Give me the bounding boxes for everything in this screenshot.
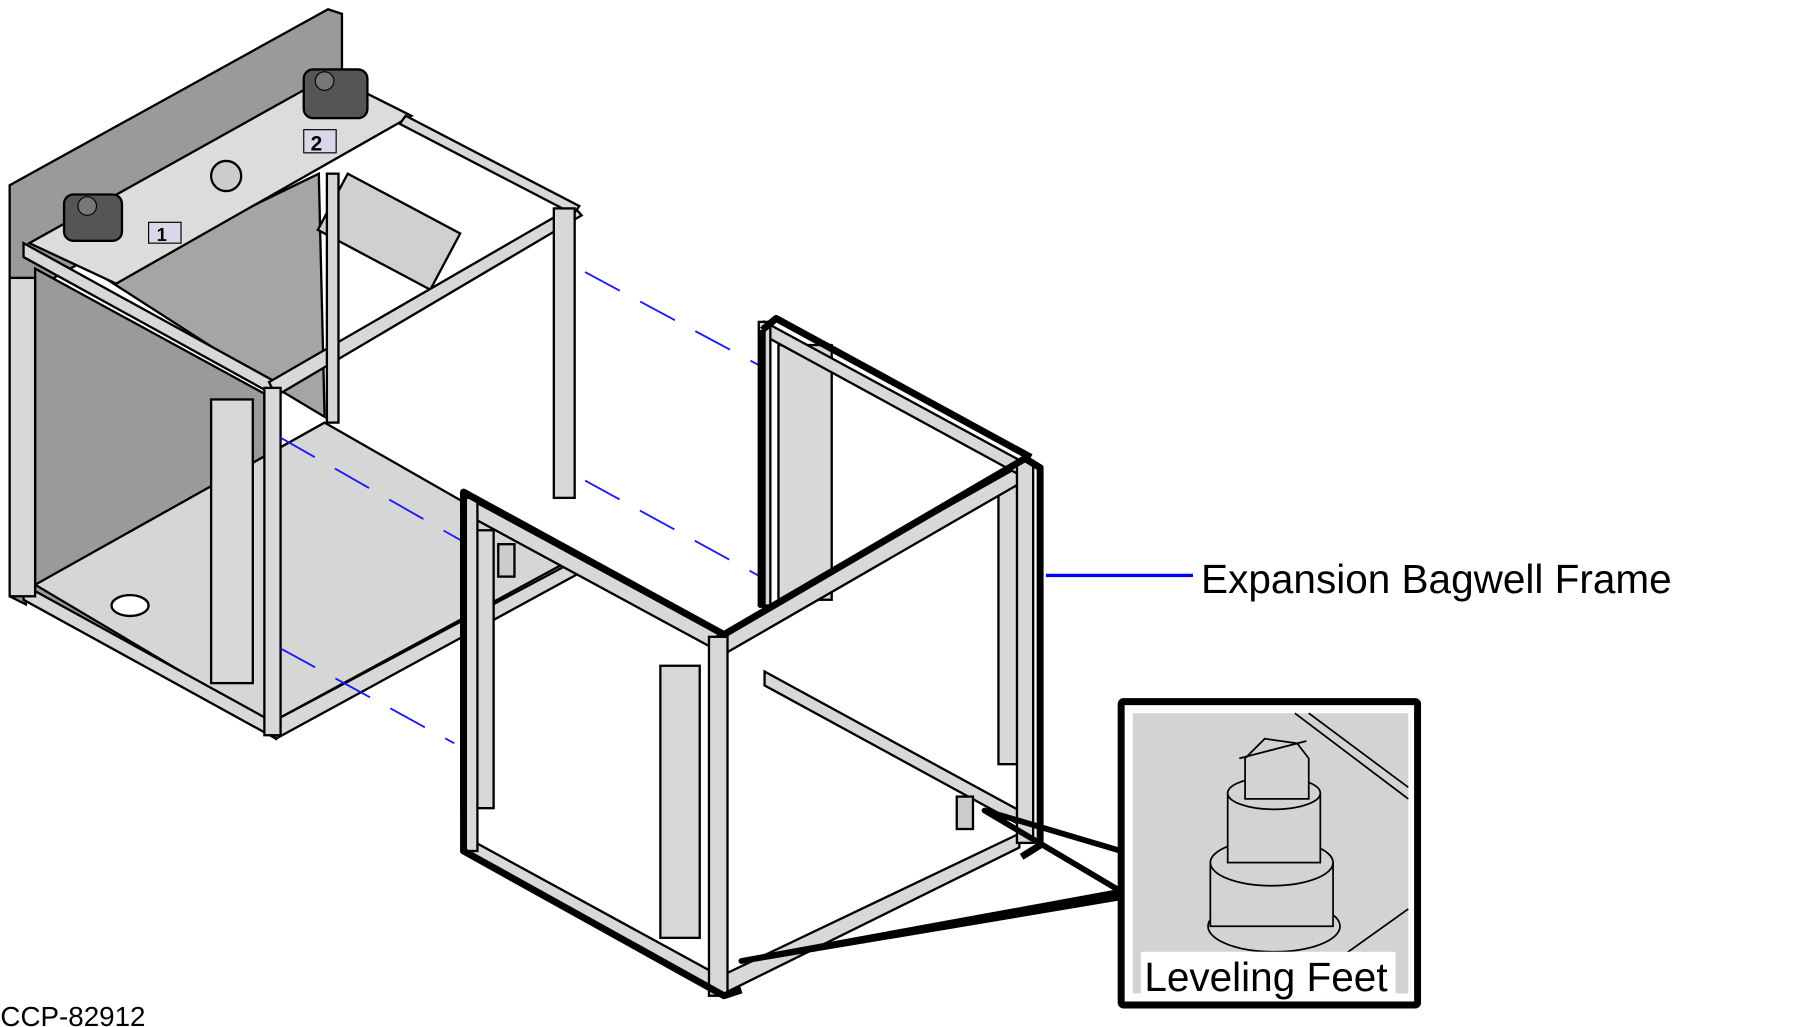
vertical-post [552,207,576,500]
corner-post [1015,459,1035,845]
expansion-bagwell-frame [460,314,1044,1000]
corner-post [707,635,729,997]
leveling-feet-label: Leveling Feet [1144,954,1387,1000]
top-back-rail [398,114,582,216]
cable-hole [209,159,243,193]
leveling-feet-callout: Leveling Feet [738,698,1422,1009]
bay-number-1-text: 1 [157,224,167,245]
mount-bracket [209,398,254,685]
bottom-rail [763,669,1021,827]
vertical-post [263,386,282,737]
bottom-rail [714,831,1021,995]
vertical-post [8,276,37,598]
leveling-foot [497,543,516,578]
frame-outline [460,492,743,1000]
expansion-frame-label: Expansion Bagwell Frame [1201,556,1672,602]
caster-mount-2 [302,68,369,120]
leveling-foot-detail [1207,712,1409,956]
caster-mount-1 [62,193,124,242]
bay-number-1: 1 [148,221,182,245]
leveling-foot [955,795,975,831]
alignment-lines [280,271,766,745]
vertical-post [325,172,340,424]
bay-number-2-text: 2 [311,133,323,156]
side-bracket [777,343,833,601]
frame-outline [760,314,1033,461]
floor-hole [110,593,150,618]
side-bracket [659,664,701,940]
existing-bagwell-unit: 1 2 [8,8,584,741]
bay-number-2: 2 [303,129,337,156]
figure-id: CCP-82912 [0,1001,145,1027]
inset-label-bg [1140,951,1396,994]
